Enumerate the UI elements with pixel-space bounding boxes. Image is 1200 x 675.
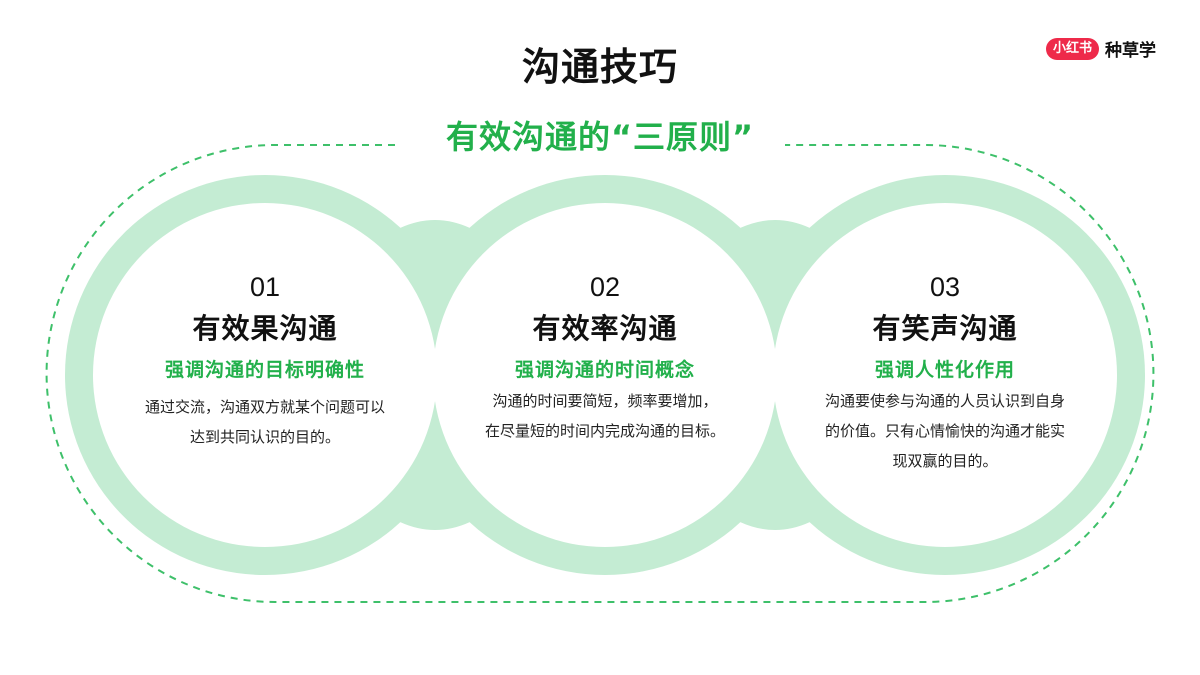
principle-tagline: 强调沟通的目标明确性 <box>164 359 365 381</box>
description-line: 达到共同认识的目的。 <box>189 428 340 446</box>
section-subtitle: 有效沟通的“三原则” <box>445 118 755 156</box>
principle-number: 01 <box>249 272 281 302</box>
logo-badge: 小红书 <box>1046 37 1100 60</box>
page-title: 沟通技巧 <box>521 45 678 89</box>
principle-card-1: 01 有效果沟通 强调沟通的目标明确性 通过交流，沟通双方就某个问题可以 达到共… <box>115 272 415 452</box>
logo-brand-text: 种草学 <box>1105 41 1157 61</box>
dashed-outline <box>45 144 1155 603</box>
principle-card-2: 02 有效率沟通 强调沟通的时间概念 沟通的时间要简短，频率要增加， 在尽量短的… <box>455 272 755 446</box>
description-line: 沟通要使参与沟通的人员认识到自身 <box>824 392 1065 410</box>
principle-description: 通过交流，沟通双方就某个问题可以 达到共同认识的目的。 <box>115 392 415 452</box>
description-line: 的价值。只有心情愉快的沟通才能实 <box>824 422 1065 440</box>
description-line: 通过交流，沟通双方就某个问题可以 <box>144 398 385 416</box>
principle-tagline: 强调沟通的时间概念 <box>514 359 695 381</box>
description-line: 现双赢的目的。 <box>892 452 998 470</box>
description-line: 沟通的时间要简短，频率要增加， <box>492 392 718 410</box>
description-line: 在尽量短的时间内完成沟通的目标。 <box>484 422 725 440</box>
principle-title: 有笑声沟通 <box>872 312 1018 345</box>
principle-title: 有效率沟通 <box>532 312 678 345</box>
white-circles <box>93 203 1117 547</box>
principle-number: 03 <box>929 272 961 302</box>
principle-description: 沟通要使参与沟通的人员认识到自身 的价值。只有心情愉快的沟通才能实 现双赢的目的… <box>795 386 1095 476</box>
principle-title: 有效果沟通 <box>192 312 338 345</box>
brand-logo: 小红书 种草学 <box>1046 36 1156 61</box>
principle-tagline: 强调人性化作用 <box>874 359 1015 381</box>
principle-description: 沟通的时间要简短，频率要增加， 在尽量短的时间内完成沟通的目标。 <box>455 386 755 446</box>
principle-number: 02 <box>589 272 621 302</box>
principle-card-3: 03 有笑声沟通 强调人性化作用 沟通要使参与沟通的人员认识到自身 的价值。只有… <box>795 272 1095 476</box>
